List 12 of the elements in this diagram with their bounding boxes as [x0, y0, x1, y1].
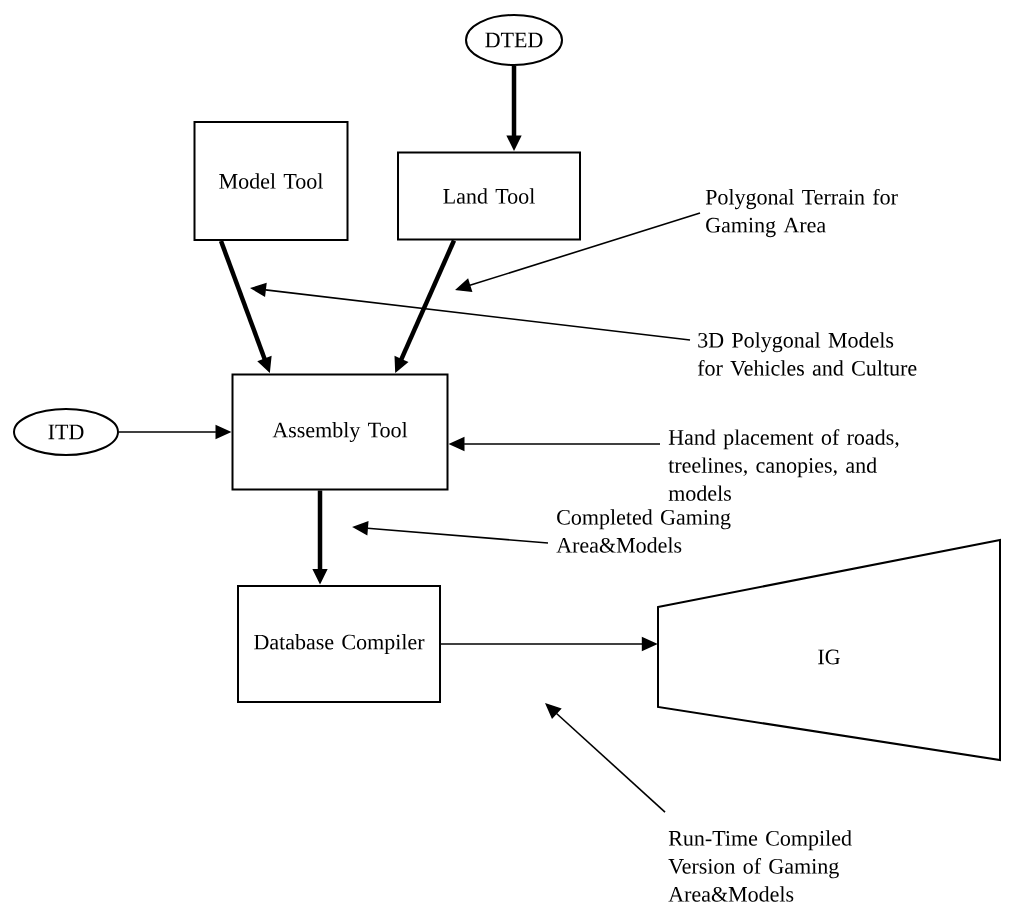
callout-text: 3D Polygonal Models for Vehicles and Culture [697, 332, 917, 376]
process-box: Assembly Tool [231, 373, 449, 491]
process-box: Database Compiler [237, 585, 441, 703]
callout-text: Run-Time Compiled Version of Gaming Area&Models [668, 830, 852, 902]
process-box: Land Tool [397, 151, 581, 241]
callout-text: Completed Gaming Area&Models [556, 509, 731, 553]
ellipse-node: ITD [13, 408, 119, 456]
callout-text: Hand placement of roads, treelines, canopies, and models [668, 429, 899, 501]
leader-line [545, 703, 666, 813]
callout-text: Polygonal Terrain for Gaming Area [705, 188, 898, 238]
ellipse-node: DTED [465, 14, 563, 66]
process-box: Model Tool [193, 121, 349, 241]
